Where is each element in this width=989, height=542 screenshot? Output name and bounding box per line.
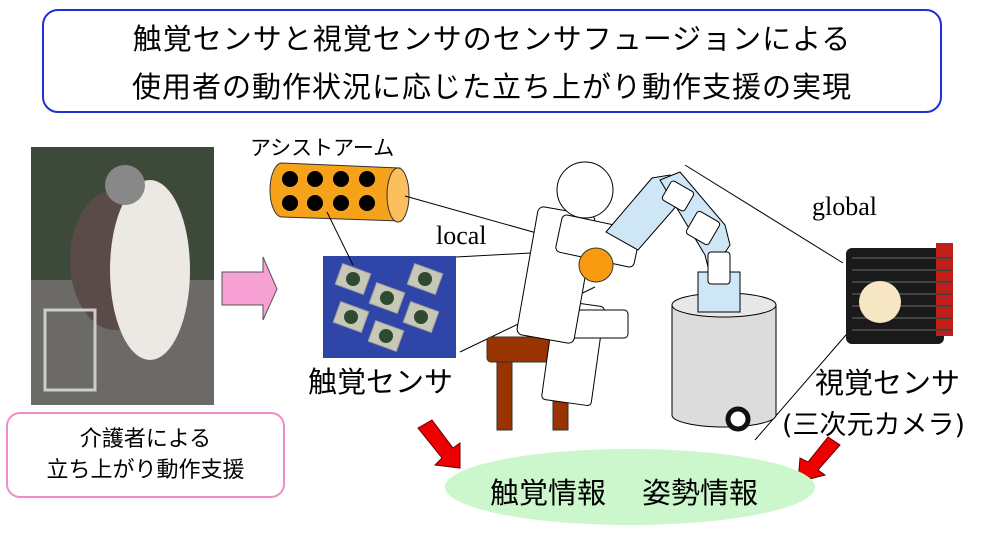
title-line-1: 触覚センサと視覚センサのセンサフュージョンによる (132, 22, 852, 56)
tactile-sensor-ball (578, 247, 614, 283)
assist-arm-label: アシストアーム (250, 136, 395, 160)
tactile-sensor-image (323, 256, 456, 358)
title-box: 触覚センサと視覚センサのセンサフュージョンによる 使用者の動作状況に応じた立ち上… (42, 9, 942, 113)
local-label: local (436, 221, 487, 250)
caption-box: 介護者による 立ち上がり動作支援 (6, 412, 285, 498)
info-ellipse (445, 449, 815, 525)
assist-arm-cylinder (269, 162, 410, 223)
global-label: global (812, 192, 877, 221)
caption-line-1: 介護者による (79, 427, 212, 452)
tactile-sensor-label: 触覚センサ (308, 365, 454, 399)
caption-line-2: 立ち上がり動作支援 (46, 458, 245, 483)
red-arrow-visual (797, 436, 841, 483)
3d-camera (846, 243, 953, 344)
visual-sensor-sublabel: (三次元カメラ) (782, 410, 966, 441)
robot-arm (605, 171, 777, 432)
red-arrow-tactile (417, 419, 461, 469)
visual-sensor-label: 視覚センサ (815, 366, 961, 400)
title-line-2: 使用者の動作状況に応じた立ち上がり動作支援の実現 (131, 70, 852, 104)
seated-person (516, 161, 641, 406)
posture-info-label: 姿勢情報 (642, 476, 759, 510)
tactile-info-label: 触覚情報 (490, 476, 607, 510)
caregiver-photo (31, 147, 214, 405)
pink-arrow (221, 256, 278, 321)
